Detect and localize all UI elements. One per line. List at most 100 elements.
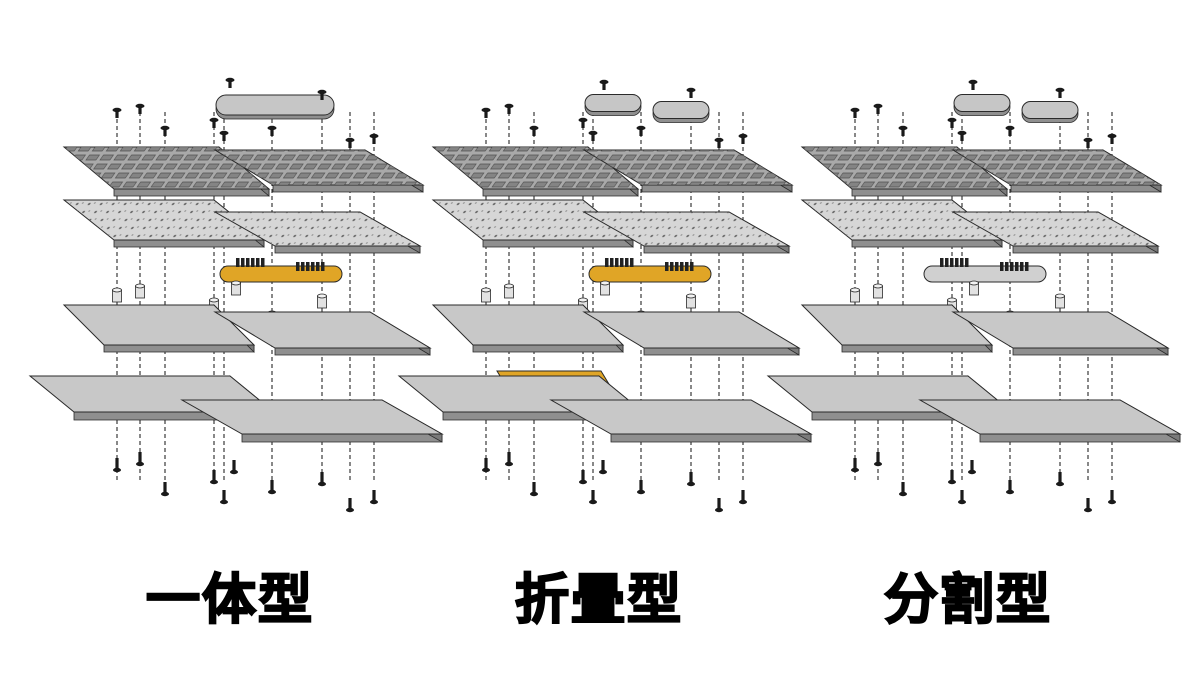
bottom-plate-right-top <box>180 399 444 435</box>
switch-plate-right-pattern <box>584 150 792 185</box>
switch-plate-right-edge <box>1010 184 1162 193</box>
spacer-icon <box>112 287 122 303</box>
bottom-plate-right-top <box>918 399 1182 435</box>
switch-plate-left-edge <box>113 188 270 197</box>
screw-icon <box>579 470 587 485</box>
screw-icon <box>958 490 966 505</box>
pcb-left <box>800 199 1004 248</box>
pcb-right-edge <box>1012 245 1159 254</box>
connector-pin <box>1005 262 1009 271</box>
switch-plate-right-pattern <box>215 150 423 185</box>
middle-plate-left-top <box>431 304 625 346</box>
pcb-left-pattern <box>64 200 264 240</box>
switch-plate-left-pattern <box>433 147 638 189</box>
connector-pin <box>306 262 310 271</box>
screw-icon <box>529 125 539 136</box>
bridge-board <box>923 258 1047 283</box>
caption-integrated: 一体型 <box>145 567 314 632</box>
screw-icon <box>1108 490 1116 505</box>
connector-pin <box>940 258 944 267</box>
top-cover-left <box>953 94 1011 116</box>
connector-pin <box>630 258 634 267</box>
connector-pin <box>620 258 624 267</box>
pcb-right-edge <box>274 245 421 254</box>
pcb-left-edge <box>482 239 634 248</box>
connector-pin <box>251 258 255 267</box>
screw-icon <box>369 133 379 144</box>
switch-plate-left-pattern <box>802 147 1007 189</box>
connector-pin <box>685 262 689 271</box>
pcb-right-pattern <box>215 212 420 246</box>
screw-icon <box>588 130 598 141</box>
caption-folding: 折畳型 <box>514 567 683 632</box>
screw-icon <box>739 490 747 505</box>
middle-plate-right-top <box>213 311 432 349</box>
connector-pin <box>241 258 245 267</box>
spacer-icon <box>504 283 514 299</box>
pcb-left-pattern <box>433 200 633 240</box>
connector-pin <box>296 262 300 271</box>
screw-icon <box>599 79 609 90</box>
connector-pin <box>605 258 609 267</box>
connector-pin <box>955 258 959 267</box>
pcb-right-pattern <box>953 212 1158 246</box>
screw-icon <box>714 137 724 148</box>
middle-plate-left-edge <box>103 344 255 353</box>
top-cover-left <box>584 94 642 116</box>
screw-icon <box>219 130 229 141</box>
connector-pin <box>256 258 260 267</box>
switch-plate-left-edge <box>851 188 1008 197</box>
middle-plate-left-top <box>62 304 256 346</box>
switch-plate-left <box>62 146 271 197</box>
screw-icon <box>948 470 956 485</box>
screw-icon <box>268 480 276 495</box>
middle-plate-left-edge <box>841 344 993 353</box>
middle-plate-right <box>951 311 1170 356</box>
screw-icon <box>209 117 219 128</box>
middle-plate-right-edge <box>274 347 431 356</box>
connector-pin <box>965 258 969 267</box>
variant-folding <box>397 79 813 513</box>
screw-icon <box>225 77 235 88</box>
screw-icon <box>267 125 277 136</box>
spacer-icon <box>317 293 327 309</box>
pcb-right <box>951 211 1160 254</box>
screw-icon <box>898 125 908 136</box>
screw-icon <box>210 470 218 485</box>
top-cover <box>215 94 335 120</box>
middle-plate-left <box>431 304 625 353</box>
screw-icon <box>346 498 354 513</box>
connector-pin <box>960 258 964 267</box>
connector-pin <box>675 262 679 271</box>
screw-icon <box>220 490 228 505</box>
middle-plate-right-top <box>582 311 801 349</box>
screw-icon <box>957 130 967 141</box>
bottom-plate-right-top <box>549 399 813 435</box>
screw-icon <box>968 79 978 90</box>
screw-icon <box>1005 125 1015 136</box>
variant-split <box>766 79 1182 513</box>
connector-pin <box>690 262 694 271</box>
connector-pin <box>945 258 949 267</box>
middle-plate-right-edge <box>1012 347 1169 356</box>
spacer-icon <box>850 287 860 303</box>
bottom-plate-right-edge <box>241 433 443 443</box>
connector-pin <box>321 262 325 271</box>
bottom-plate-right <box>918 399 1182 443</box>
screw-icon <box>318 472 326 487</box>
pcb-left-edge <box>113 239 265 248</box>
switch-plate-right <box>213 149 425 193</box>
top-cover-right <box>652 101 710 123</box>
screw-icon <box>874 452 882 467</box>
connector-pin <box>261 258 265 267</box>
screw-icon <box>230 460 238 475</box>
connector-pin <box>1015 262 1019 271</box>
switch-plate-left-edge <box>482 188 639 197</box>
connector-pin <box>246 258 250 267</box>
pcb-left <box>431 199 635 248</box>
middle-plate-left <box>62 304 256 353</box>
screw-icon <box>578 117 588 128</box>
spacer-icon <box>969 280 979 296</box>
connector-pin <box>680 262 684 271</box>
